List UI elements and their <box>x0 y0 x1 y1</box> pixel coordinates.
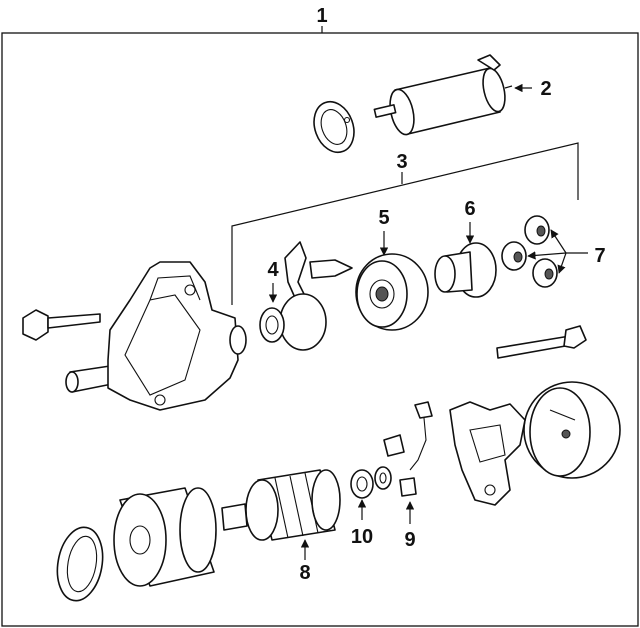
callout-8-label: 8 <box>299 562 310 584</box>
callout-9-label: 9 <box>404 529 415 551</box>
part-brush-holder[interactable] <box>449 401 526 506</box>
planet-gear-bottom-bore <box>544 268 554 280</box>
yoke-closed-end <box>179 487 217 573</box>
solenoid-stud <box>504 85 513 89</box>
washer-large <box>350 469 374 499</box>
callout-3-label: 3 <box>396 151 407 173</box>
brush-holder-plate <box>449 401 526 506</box>
callout-7-label: 7 <box>594 245 605 267</box>
part-4-clutch[interactable] <box>259 241 353 351</box>
solenoid-gasket-inner <box>320 109 348 145</box>
housing-spigot <box>229 325 247 355</box>
part-yoke[interactable] <box>113 487 217 587</box>
ring-seal-inner <box>66 535 98 593</box>
part-6-planet-carrier[interactable] <box>434 242 497 298</box>
through-bolt-head <box>563 325 587 349</box>
callout-9[interactable]: 9 <box>404 501 416 551</box>
solenoid-terminal-tab <box>477 54 501 71</box>
part-bolt-left[interactable] <box>22 309 101 341</box>
part-8-armature[interactable] <box>221 469 341 541</box>
callout-10[interactable]: 10 <box>351 499 373 548</box>
bolt-head <box>22 309 49 341</box>
callout-3-bracket <box>231 142 579 305</box>
bolt-shank <box>47 313 101 329</box>
yoke-inner-bore <box>129 525 151 555</box>
end-frame-bushing <box>561 429 571 439</box>
solenoid-cap <box>482 67 506 113</box>
part-drive-housing[interactable] <box>65 261 247 411</box>
part-7-planet-gears[interactable] <box>501 215 558 288</box>
part-ring-seal[interactable] <box>52 524 108 605</box>
brush-holder-window <box>469 424 506 463</box>
planet-gear-middle-bore <box>513 251 523 263</box>
callout-1-label: 1 <box>316 5 327 27</box>
callout-3[interactable]: 3 <box>231 142 579 305</box>
housing-body <box>107 261 239 411</box>
callout-2[interactable]: 2 <box>514 78 552 100</box>
brush-block-upper <box>383 434 405 457</box>
callout-7-leader-top <box>550 229 567 254</box>
part-5-gear-housing[interactable] <box>355 253 429 331</box>
callout-10-label: 10 <box>351 526 373 548</box>
callout-7-leader-middle <box>527 251 567 260</box>
callout-7[interactable]: 7 <box>527 229 606 274</box>
washer-small <box>374 466 392 490</box>
housing-shaft-end <box>65 371 79 393</box>
brush-holder-hole <box>484 484 496 496</box>
solenoid-plunger <box>373 104 397 118</box>
ring-seal-outer <box>56 526 104 602</box>
shift-lever <box>284 241 307 301</box>
yoke-open-end <box>113 493 167 587</box>
diagram-frame <box>1 32 639 627</box>
lever-pin <box>309 259 353 279</box>
washer-small-hole <box>379 472 387 484</box>
pinion-bore <box>265 315 279 335</box>
solenoid-gasket <box>313 100 355 154</box>
callout-8[interactable]: 8 <box>299 539 311 584</box>
clutch-body <box>279 293 327 351</box>
carrier-gear <box>434 255 456 293</box>
washer-large-hole <box>356 476 368 492</box>
part-10-washers[interactable] <box>350 466 392 499</box>
armature-commutator <box>311 469 341 531</box>
gear-housing-bore <box>369 279 395 309</box>
part-solenoid[interactable] <box>307 54 513 158</box>
housing-bolt-hole-bottom <box>154 394 166 406</box>
callout-6[interactable]: 6 <box>464 198 476 244</box>
callout-5-label: 5 <box>378 207 389 229</box>
callout-5[interactable]: 5 <box>378 207 390 256</box>
callout-1[interactable]: 1 <box>316 5 328 33</box>
brush-terminal <box>414 401 433 419</box>
callout-4-label: 4 <box>267 259 279 281</box>
callout-7-leader-bottom <box>557 252 567 274</box>
part-end-frame[interactable] <box>523 381 621 479</box>
callout-4[interactable]: 4 <box>267 259 279 303</box>
planet-gear-top-bore <box>536 225 546 237</box>
gasket-hole <box>343 116 351 124</box>
callout-2-label: 2 <box>540 78 551 100</box>
brush-block-lower <box>399 477 417 497</box>
part-through-bolt[interactable] <box>496 325 587 359</box>
brush-lead <box>409 417 427 471</box>
armature-shaft <box>221 503 248 531</box>
armature-windings <box>274 472 319 539</box>
end-frame-rib <box>549 409 576 421</box>
through-bolt-shank <box>496 335 572 359</box>
pinion-gear <box>259 307 285 343</box>
part-9-brush[interactable] <box>383 401 433 497</box>
callout-6-label: 6 <box>464 198 475 220</box>
housing-bolt-hole-top <box>184 284 196 296</box>
end-frame-face <box>529 387 591 477</box>
armature-end <box>245 479 279 541</box>
gear-housing-bearing <box>375 286 389 302</box>
